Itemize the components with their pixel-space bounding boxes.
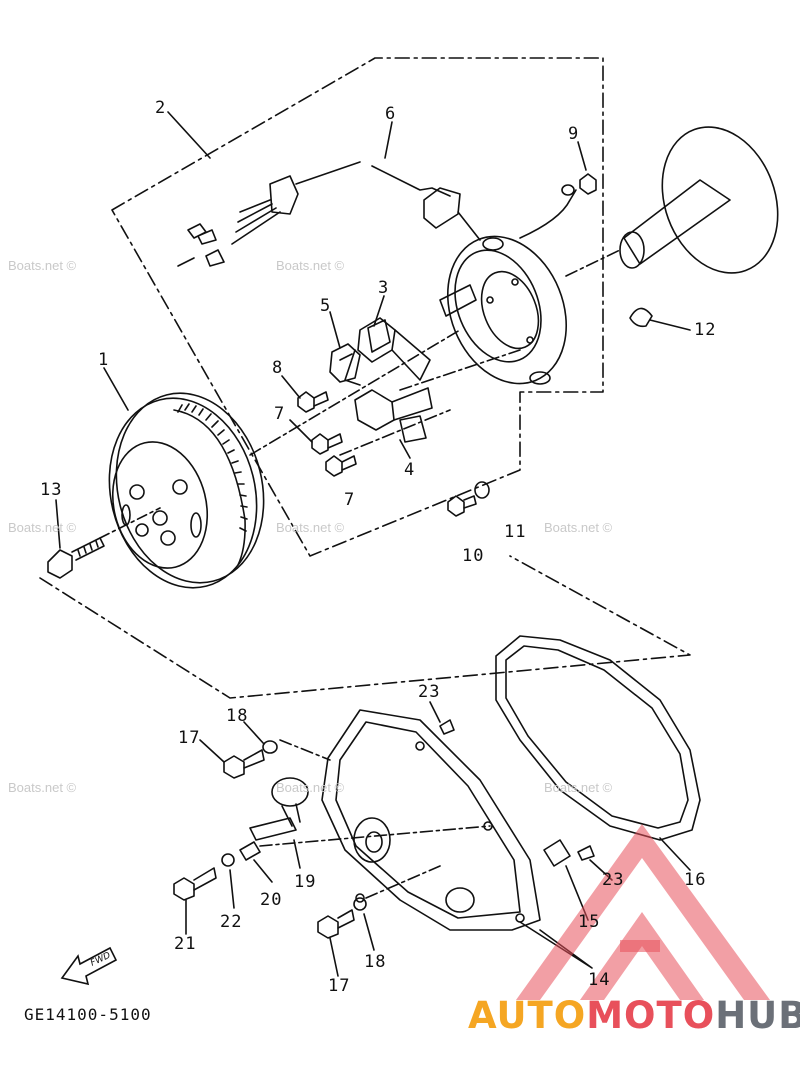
callout-11: 11 — [504, 522, 527, 542]
dashed-line-lower — [365, 865, 441, 899]
callout-7-upper: 7 — [274, 404, 286, 424]
callout-23-right: 23 — [602, 870, 625, 890]
brand-part-auto: AUTO — [468, 994, 587, 1037]
collar-20 — [239, 841, 261, 861]
stator-base — [439, 235, 568, 385]
woodruff-key-12 — [629, 307, 653, 328]
fwd-arrow-icon: FWD — [60, 946, 118, 986]
wire-lead-6 — [371, 165, 481, 241]
callout-21: 21 — [174, 934, 197, 954]
callout-7-lower: 7 — [344, 490, 356, 510]
crank-taper-cone — [565, 126, 779, 277]
watermark: Boats.net © — [276, 780, 345, 795]
bolt-21 — [173, 867, 217, 901]
washer-18-upper — [262, 740, 278, 754]
brand-logo-icon — [516, 824, 770, 1000]
callout-17-upper: 17 — [178, 728, 201, 748]
callout-8: 8 — [272, 358, 284, 378]
watermark: Boats.net © — [544, 520, 613, 535]
callout-4: 4 — [404, 460, 416, 480]
diagram-code: GE14100-5100 — [24, 1005, 152, 1024]
pulser-coil-5 — [329, 343, 361, 383]
screw-7-lower — [325, 455, 357, 477]
flywheel-rotor — [108, 392, 265, 589]
watermark: Boats.net © — [276, 520, 345, 535]
watermark: Boats.net © — [544, 780, 613, 795]
dowel-23-right — [577, 845, 595, 861]
bolt-17-upper — [223, 749, 265, 779]
callout-23-upper: 23 — [418, 682, 441, 702]
callout-2: 2 — [155, 98, 167, 118]
screw-7-upper — [311, 433, 343, 455]
callout-22: 22 — [220, 912, 243, 932]
rotor-group-boundary — [39, 555, 691, 699]
ground-lead-9 — [519, 173, 597, 239]
callout-13: 13 — [40, 480, 63, 500]
brand-wordmark: AUTOMOTOHUB — [468, 994, 800, 1037]
washer-18-lower — [353, 897, 367, 911]
magneto-cover-14 — [321, 709, 541, 931]
callout-16: 16 — [684, 870, 707, 890]
callout-12: 12 — [694, 320, 717, 340]
callout-15: 15 — [578, 912, 601, 932]
callout-9: 9 — [568, 124, 580, 144]
gasket-16 — [495, 635, 701, 841]
callout-17-lower: 17 — [328, 976, 351, 996]
callout-14: 14 — [588, 970, 611, 990]
callout-3: 3 — [378, 278, 390, 298]
dashed-line-upper — [279, 739, 331, 761]
watermark: Boats.net © — [8, 520, 77, 535]
screw-8 — [297, 391, 329, 413]
watermark: Boats.net © — [276, 258, 345, 273]
brand-part-moto: MOTO — [586, 994, 716, 1037]
screw-10 — [447, 495, 477, 517]
bolt-17-lower — [317, 909, 355, 939]
callout-20: 20 — [260, 890, 283, 910]
callout-18-lower: 18 — [364, 952, 387, 972]
cable-clamp-19 — [249, 777, 309, 841]
stator-group-boundary — [111, 57, 604, 557]
brand-part-hub: HUB — [715, 994, 800, 1037]
dowel-23-upper — [439, 719, 455, 735]
callout-6: 6 — [385, 104, 397, 124]
callout-5: 5 — [320, 296, 332, 316]
washer-11 — [474, 481, 490, 499]
callout-18-upper: 18 — [226, 706, 249, 726]
watermark: Boats.net © — [8, 780, 77, 795]
callout-1: 1 — [98, 350, 110, 370]
charge-coil-3 — [344, 317, 431, 386]
dashed-line-mid — [259, 825, 491, 847]
washer-22 — [221, 853, 235, 867]
callout-19: 19 — [294, 872, 317, 892]
wire-harness-2 — [177, 161, 361, 267]
callout-10: 10 — [462, 546, 485, 566]
watermark: Boats.net © — [8, 258, 77, 273]
collar-15 — [543, 839, 571, 867]
flywheel-bolt-13 — [47, 507, 161, 579]
pulser-coil-4 — [354, 387, 433, 443]
